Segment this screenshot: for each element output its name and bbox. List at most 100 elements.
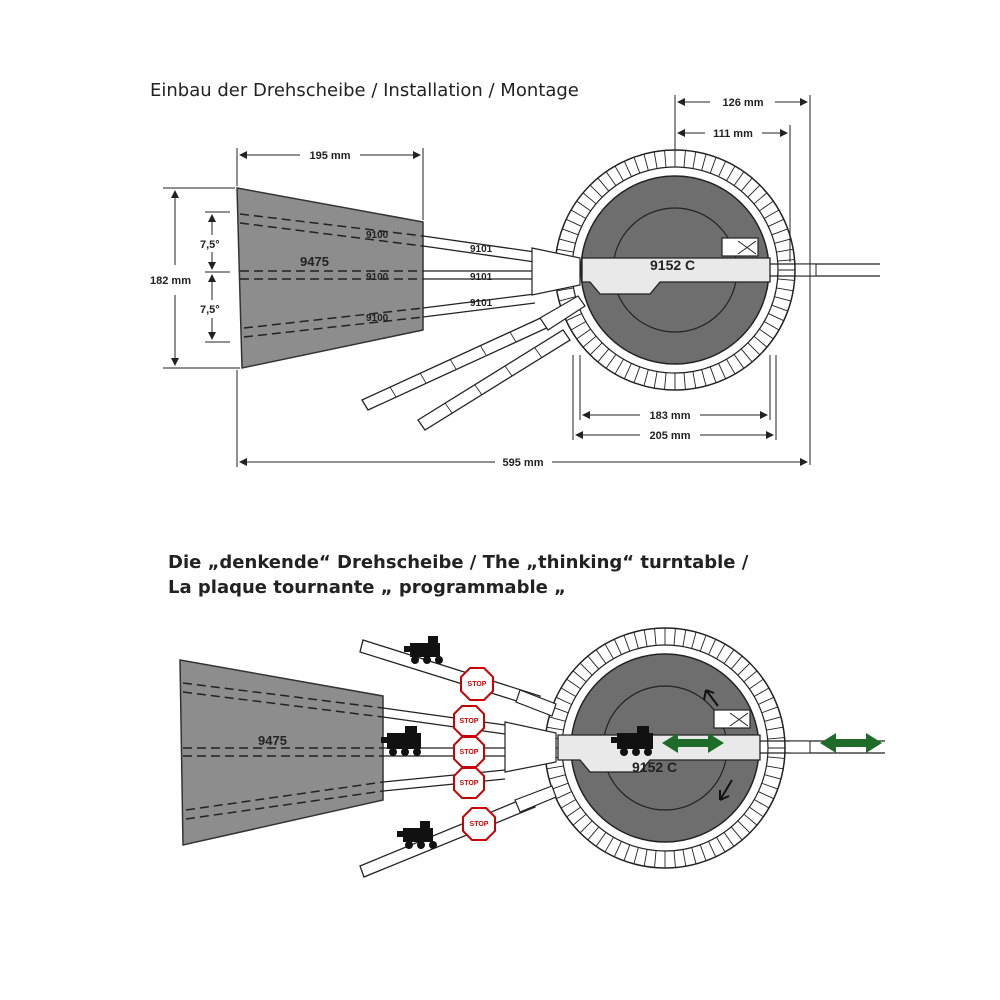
ring-tick bbox=[643, 849, 648, 867]
ring-tick bbox=[763, 321, 780, 331]
turntable-label-bottom: 9152 C bbox=[632, 759, 677, 775]
control-house bbox=[721, 237, 759, 257]
ring-tick bbox=[699, 844, 707, 861]
ring-tick bbox=[767, 737, 785, 740]
ring-tick bbox=[597, 348, 610, 363]
ring-tick bbox=[691, 631, 697, 649]
ring-tick bbox=[743, 670, 758, 683]
shed-tracks-bottom bbox=[182, 682, 384, 820]
ring-tick bbox=[556, 248, 574, 253]
track-label-9100-middle: 9100 bbox=[366, 272, 389, 283]
control-house-bottom bbox=[713, 709, 751, 729]
ring-tick bbox=[758, 696, 774, 705]
ring-tick bbox=[777, 259, 795, 262]
ring-tick bbox=[673, 850, 676, 868]
ring-tick bbox=[604, 836, 614, 853]
stop-sign-icon: STOP bbox=[453, 736, 485, 768]
ring-tick bbox=[572, 813, 587, 826]
dim-182: 182 mm bbox=[150, 275, 191, 287]
shed-label: 9475 bbox=[300, 254, 329, 269]
ring-tick bbox=[737, 820, 751, 834]
ring-tick bbox=[726, 358, 736, 375]
rotation-arrow-icon bbox=[719, 779, 733, 801]
ring-tick bbox=[776, 287, 794, 292]
ring-tick bbox=[572, 670, 587, 683]
turntable-bottom bbox=[504, 627, 885, 869]
dim-126: 126 mm bbox=[723, 97, 764, 109]
installation-heading: Einbau der Drehscheibe / Installation / … bbox=[150, 80, 579, 101]
locomotive-icon bbox=[611, 726, 653, 756]
svg-text:STOP: STOP bbox=[460, 718, 479, 725]
ring-tick bbox=[768, 313, 784, 322]
ring-tick bbox=[579, 662, 593, 676]
ring-tick bbox=[726, 165, 736, 182]
ring-tick bbox=[643, 629, 648, 647]
double-arrow-icon bbox=[662, 733, 724, 753]
ring-tick bbox=[723, 649, 735, 664]
ring-tick bbox=[718, 363, 727, 379]
ring-tick bbox=[589, 342, 603, 356]
ring-tick bbox=[771, 228, 788, 236]
part-labels: 9475 9152 C 9100 9100 9100 9101 9101 910… bbox=[300, 230, 695, 324]
locomotive-icon bbox=[397, 821, 437, 849]
ring-tick bbox=[718, 161, 727, 177]
dim-183: 183 mm bbox=[650, 410, 691, 422]
ring-tick bbox=[633, 366, 641, 383]
engine-shed bbox=[236, 187, 424, 369]
ring-tick bbox=[682, 849, 687, 867]
ring-tick bbox=[654, 628, 657, 646]
ring-tick bbox=[771, 304, 788, 312]
ring-tick bbox=[716, 836, 726, 853]
ring-tick bbox=[774, 296, 792, 302]
ring-tick bbox=[548, 716, 566, 722]
dimension-lines bbox=[163, 95, 811, 467]
ring-tick bbox=[764, 774, 782, 780]
dim-205: 205 mm bbox=[650, 430, 691, 442]
ring-tick bbox=[730, 655, 743, 670]
ring-tick bbox=[587, 826, 600, 841]
ring-tick bbox=[766, 765, 784, 770]
ring-tick bbox=[613, 639, 622, 655]
ring-tick bbox=[597, 177, 610, 192]
ring-tick bbox=[643, 369, 649, 387]
ring-tick bbox=[562, 228, 579, 236]
ring-tick bbox=[673, 628, 676, 646]
ring-tick bbox=[595, 649, 607, 664]
stop-sign-icon: STOP bbox=[453, 705, 485, 737]
ring-tick bbox=[723, 832, 735, 847]
ring-tick bbox=[777, 278, 795, 281]
ring-tick bbox=[653, 371, 658, 389]
rotation-arrow-icon bbox=[703, 689, 719, 707]
ring-tick bbox=[633, 631, 639, 649]
ring-tick bbox=[623, 635, 631, 652]
thinking-heading-line1: Die „denkende“ Drehscheibe / The „thinki… bbox=[168, 552, 749, 573]
ring-tick bbox=[758, 791, 774, 800]
installation-diagram: 195 mm 126 mm 111 mm 182 mm 7,5° 7,5° 18… bbox=[150, 95, 880, 469]
ring-tick bbox=[570, 321, 587, 331]
dimension-labels: 195 mm 126 mm 111 mm 182 mm 7,5° 7,5° 18… bbox=[150, 97, 764, 469]
stop-sign-icon: STOP bbox=[462, 807, 496, 841]
ring-tick bbox=[761, 706, 778, 714]
ring-tick bbox=[766, 726, 784, 731]
ring-tick bbox=[558, 296, 576, 302]
ring-tick bbox=[654, 850, 657, 868]
ring-tick bbox=[570, 209, 587, 219]
ring-tick bbox=[633, 847, 639, 865]
ring-tick bbox=[576, 328, 591, 340]
ring-tick bbox=[740, 348, 753, 363]
ring-tick bbox=[664, 372, 667, 390]
ring-tick bbox=[768, 218, 784, 227]
ring-tick bbox=[623, 363, 632, 379]
ring-tick bbox=[708, 639, 717, 655]
shed-label-bottom: 9475 bbox=[258, 733, 287, 748]
ring-tick bbox=[548, 774, 566, 780]
ring-tick bbox=[552, 782, 569, 790]
ring-tick bbox=[759, 328, 774, 340]
ring-tick bbox=[753, 192, 768, 205]
dim-195: 195 mm bbox=[310, 150, 351, 162]
ring-tick bbox=[546, 765, 564, 770]
ring-tick bbox=[749, 806, 764, 818]
track-label-9101-middle: 9101 bbox=[470, 272, 493, 283]
svg-text:STOP: STOP bbox=[460, 780, 479, 787]
svg-text:STOP: STOP bbox=[470, 821, 489, 828]
